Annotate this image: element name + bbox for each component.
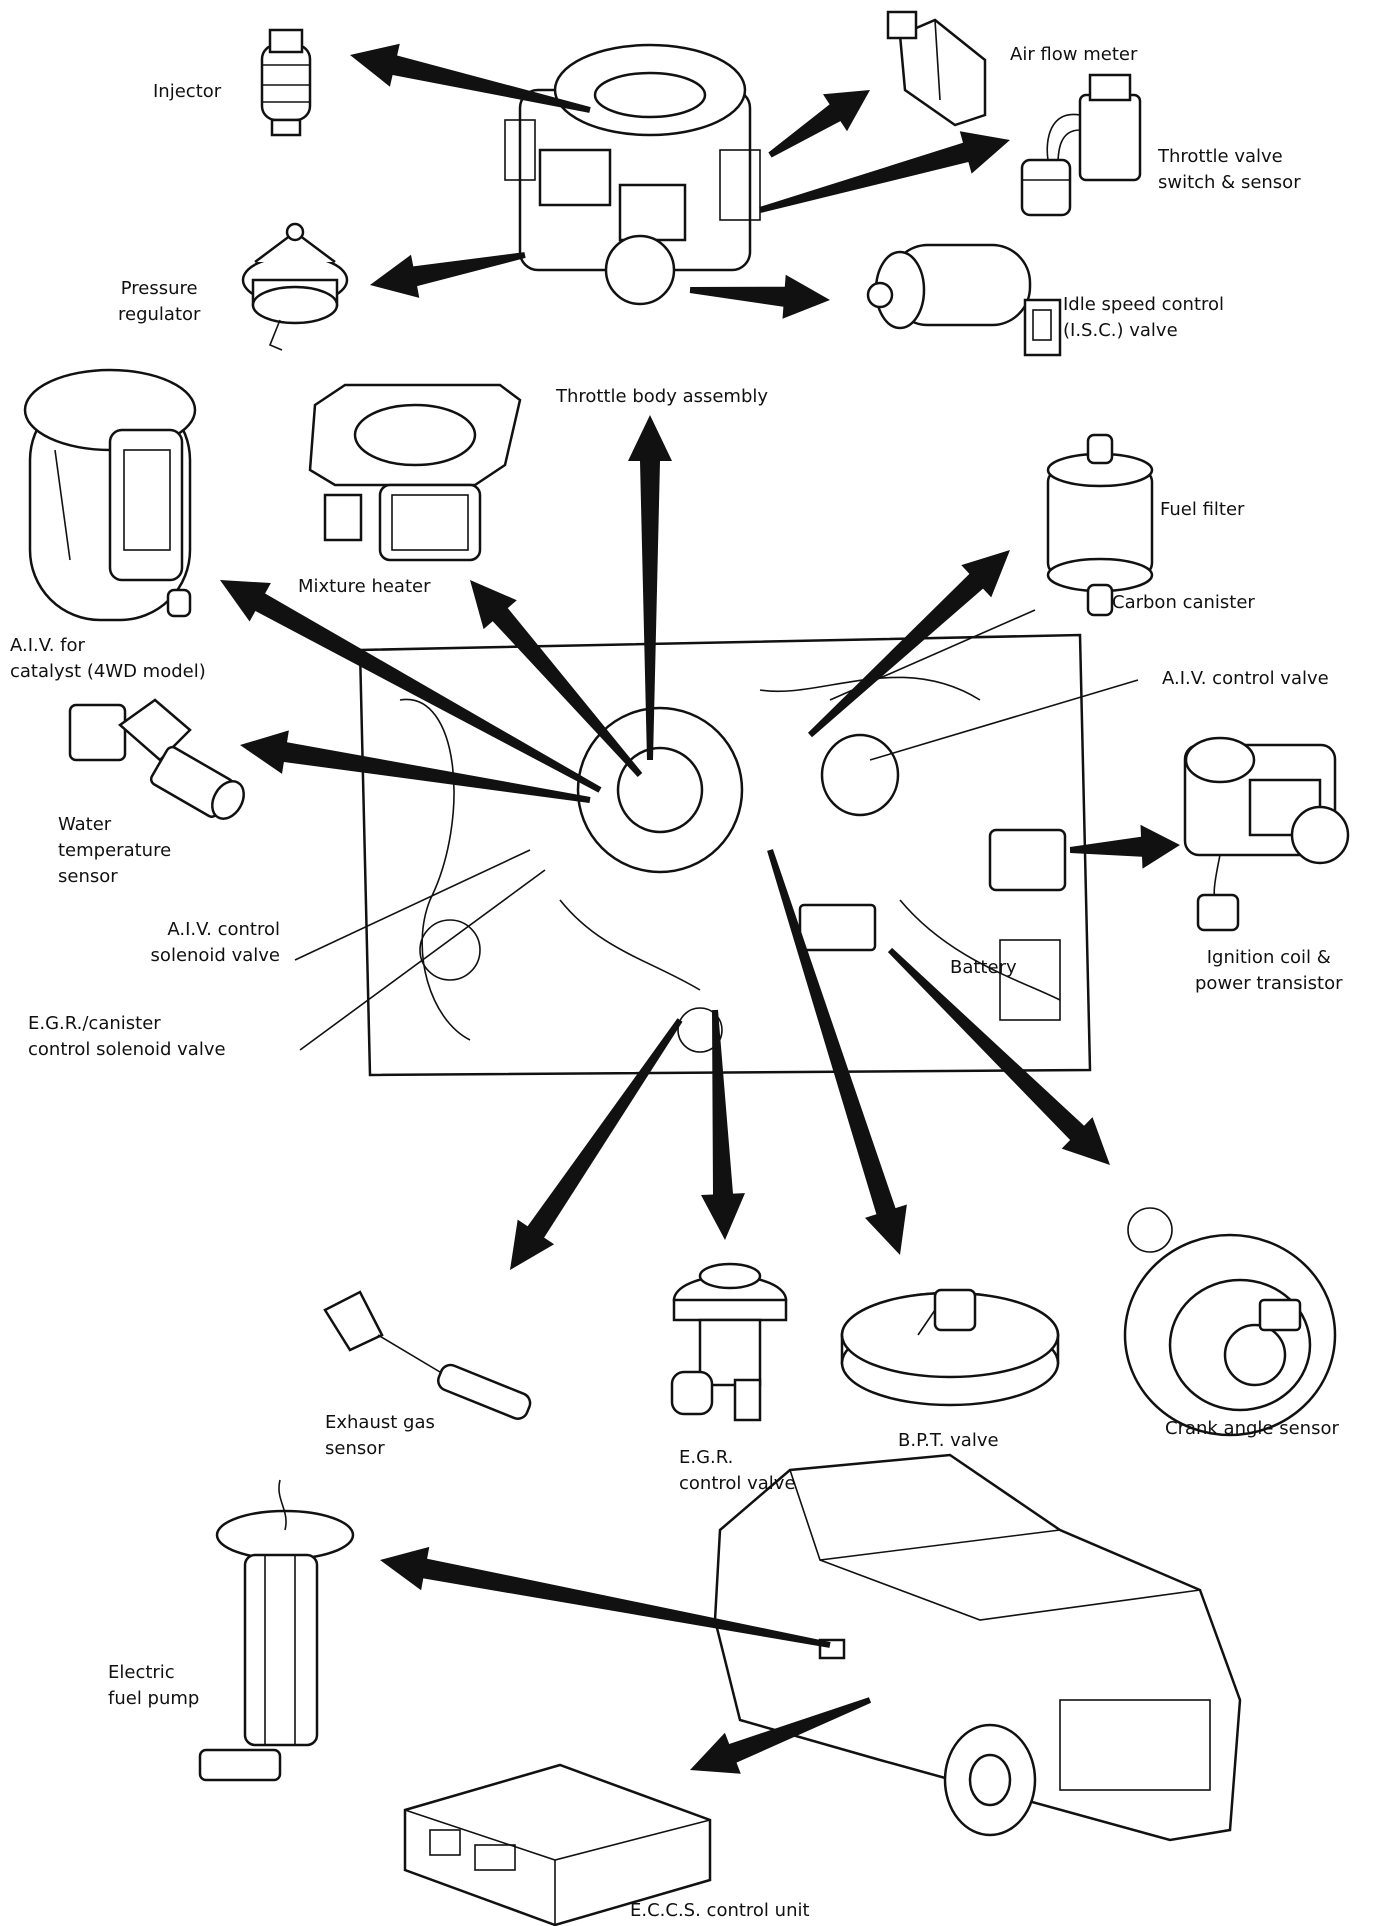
label-line: E.G.R./canister <box>28 1013 161 1034</box>
arrow-to-fuel-filter <box>808 550 1010 738</box>
arrow-to-throttle-valve-switch <box>759 131 1010 213</box>
bpt-valve-drawing <box>840 1288 1060 1407</box>
label-line: switch & sensor <box>1158 172 1301 193</box>
label-line: B.P.T. valve <box>898 1430 999 1451</box>
label-line: power transistor <box>1195 973 1343 994</box>
label-line: Electric <box>108 1662 175 1683</box>
label-line: Injector <box>153 81 222 102</box>
arrow-to-eccs-unit <box>690 1697 872 1774</box>
throttle-body-assembly-drawing <box>504 43 761 306</box>
label-line: Exhaust gas <box>325 1412 435 1433</box>
label-bpt-valve: B.P.T. valve <box>898 1428 999 1454</box>
aiv-for-catalyst-drawing <box>23 368 197 622</box>
label-line: E.G.R. <box>679 1447 734 1468</box>
label-battery: Battery <box>950 955 1017 981</box>
arrow-to-egr-valve <box>701 1009 745 1240</box>
label-aiv-control-valve: A.I.V. control valve <box>1162 666 1329 692</box>
label-line: Carbon canister <box>1112 592 1255 613</box>
isc-valve-drawing <box>866 243 1062 357</box>
engine-bay-drawing <box>358 633 1092 1077</box>
label-pressure-regulator: Pressure regulator <box>118 276 200 328</box>
label-line: Water <box>58 814 112 835</box>
arrow-to-crank-angle-sensor <box>887 947 1110 1165</box>
arrow-to-injector <box>350 43 591 113</box>
label-isc-valve: Idle speed control (I.S.C.) valve <box>1063 292 1224 344</box>
egr-control-valve-drawing <box>670 1262 788 1422</box>
arrow-to-mixture-heater <box>470 580 643 777</box>
label-throttle-valve-switch: Throttle valve switch & sensor <box>1158 144 1301 196</box>
arrow-to-fuel-pump <box>380 1546 831 1648</box>
arrow-to-air-flow-meter <box>768 90 870 158</box>
mixture-heater-drawing <box>308 383 522 562</box>
pressure-regulator-drawing <box>241 222 349 351</box>
label-egr-canister-solenoid-valve: E.G.R./canister control solenoid valve <box>28 1011 226 1063</box>
label-line: Battery <box>950 957 1017 978</box>
label-line: Idle speed control <box>1063 294 1225 315</box>
label-line: (I.S.C.) valve <box>1063 320 1178 341</box>
label-line: Throttle body assembly <box>556 386 769 407</box>
fuel-filter-drawing <box>1046 433 1154 617</box>
arrow-to-throttle-body-label <box>628 415 672 760</box>
arrow-to-ignition-coil <box>1069 824 1180 869</box>
car-drawing <box>713 1453 1242 1842</box>
label-line: regulator <box>118 304 201 325</box>
label-line: Air flow meter <box>1010 44 1138 65</box>
label-line: Throttle valve <box>1158 146 1283 167</box>
label-line: A.I.V. control valve <box>1162 668 1329 689</box>
label-line: Mixture heater <box>298 576 431 597</box>
label-water-temperature-sensor: Water temperature sensor <box>58 812 171 890</box>
label-line: control solenoid valve <box>28 1039 226 1060</box>
arrow-to-isc-valve <box>689 274 830 319</box>
arrow-to-exhaust-gas-sensor <box>510 1018 683 1270</box>
arrow-to-bpt-valve <box>767 849 907 1255</box>
arrow-to-aiv-catalyst <box>220 580 602 793</box>
label-line: A.I.V. for <box>10 635 85 656</box>
label-aiv-control-solenoid-valve: A.I.V. control solenoid valve <box>130 917 280 969</box>
air-flow-meter-drawing <box>886 10 987 127</box>
exhaust-gas-sensor-drawing <box>323 1290 532 1420</box>
throttle-valve-switch-drawing <box>1020 73 1142 217</box>
label-air-flow-meter: Air flow meter <box>1010 42 1137 68</box>
eccs-control-unit-drawing <box>403 1763 712 1926</box>
label-aiv-for-catalyst: A.I.V. for catalyst (4WD model) <box>10 633 206 685</box>
ignition-coil-drawing <box>1183 736 1350 932</box>
label-ignition-coil: Ignition coil & power transistor <box>1195 945 1342 997</box>
label-line: sensor <box>58 866 118 887</box>
crank-angle-sensor-drawing <box>1123 1207 1337 1437</box>
label-line: fuel pump <box>108 1688 200 1709</box>
arrows <box>220 43 1180 1774</box>
label-line: solenoid valve <box>150 945 280 966</box>
label-line: Ignition coil & <box>1206 947 1331 968</box>
arrow-to-water-temp-sensor <box>240 730 591 803</box>
label-line: Fuel filter <box>1160 499 1245 520</box>
label-crank-angle-sensor: Crank angle sensor <box>1165 1416 1339 1442</box>
label-line: E.C.C.S. control unit <box>630 1900 810 1921</box>
label-line: Pressure <box>120 278 198 299</box>
label-line: temperature <box>58 840 172 861</box>
label-throttle-body-assembly: Throttle body assembly <box>556 384 768 410</box>
electric-fuel-pump-drawing <box>198 1479 355 1782</box>
water-temperature-sensor-drawing <box>68 698 245 820</box>
injector-drawing <box>260 28 312 137</box>
label-electric-fuel-pump: Electric fuel pump <box>108 1660 199 1712</box>
label-injector: Injector <box>153 79 221 105</box>
arrow-to-pressure-regulator <box>370 252 526 298</box>
label-line: Crank angle sensor <box>1165 1418 1339 1439</box>
label-egr-control-valve: E.G.R. control valve <box>679 1445 796 1497</box>
label-exhaust-gas-sensor: Exhaust gas sensor <box>325 1410 435 1462</box>
label-line: A.I.V. control <box>167 919 280 940</box>
label-line: control valve <box>679 1473 796 1494</box>
label-fuel-filter: Fuel filter <box>1160 497 1244 523</box>
label-carbon-canister: Carbon canister <box>1112 590 1255 616</box>
label-mixture-heater: Mixture heater <box>298 574 431 600</box>
label-line: catalyst (4WD model) <box>10 661 206 682</box>
label-eccs-control-unit: E.C.C.S. control unit <box>630 1898 810 1924</box>
label-line: sensor <box>325 1438 385 1459</box>
